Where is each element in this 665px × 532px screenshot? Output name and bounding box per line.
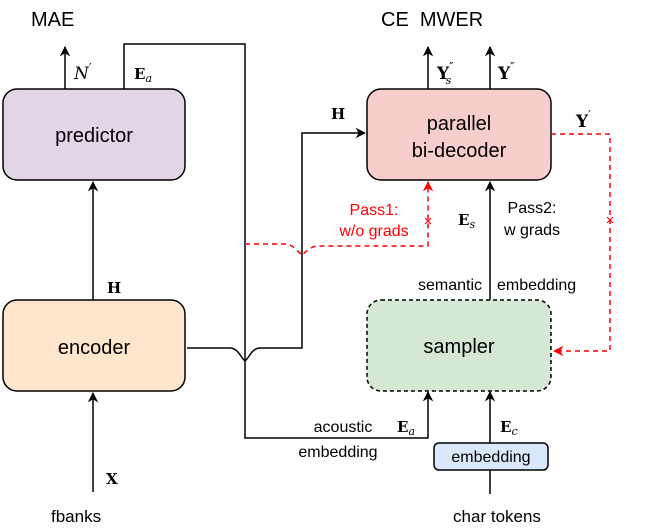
char-tokens-label: char tokens [453, 507, 541, 526]
decoder-label-line1: parallel [427, 113, 491, 135]
semantic-embedding-label: embedding [497, 277, 576, 294]
n-prime-symbol: N′ [73, 61, 92, 84]
predictor-label: predictor [55, 125, 133, 147]
h-symbol-right: H [331, 105, 345, 123]
x-symbol: X [106, 470, 118, 488]
predictor-block [2, 88, 186, 181]
mae-loss-label: MAE [31, 9, 74, 31]
pass1-stop-gradient-mark: × [424, 213, 433, 230]
ea-symbol-top: Ea [134, 65, 152, 85]
encoder-to-decoder-path [187, 127, 367, 362]
char-embedding-block [433, 442, 549, 471]
pass1-label-line1: Pass1: [350, 202, 399, 219]
fbanks-label: fbanks [51, 507, 101, 526]
es-symbol: Es [458, 211, 475, 231]
ys-double-prime-symbol: Y″s [436, 60, 454, 87]
ec-symbol: Ec [500, 418, 518, 438]
y-double-prime-symbol: Y″ [497, 60, 515, 84]
pass2-label-line1: Pass2: [508, 200, 557, 217]
y-prime-feedback-path [551, 133, 611, 357]
pass1-label-line2: w/o grads [338, 223, 408, 240]
encoder-label: encoder [58, 337, 131, 359]
feedback-stop-gradient-mark: × [606, 212, 615, 229]
semantic-label: semantic [418, 277, 482, 294]
char-embedding-label: embedding [451, 449, 530, 466]
sampler-block [366, 299, 552, 392]
ce-mwer-loss-label: CE MWER [381, 9, 483, 31]
acoustic-embedding-label: embedding [298, 444, 377, 461]
acoustic-label: acoustic [314, 419, 373, 436]
acoustic-embedding-path [123, 43, 434, 439]
decoder-label-line2: bi-decoder [412, 140, 507, 162]
ea-symbol-bottom: Ea [397, 418, 415, 438]
sampler-label: sampler [423, 336, 494, 358]
pass2-label-line2: w grads [503, 222, 560, 239]
encoder-block [2, 299, 186, 392]
h-symbol-left: H [107, 279, 121, 297]
y-prime-symbol: Y′ [575, 108, 591, 132]
pass1-path [245, 180, 434, 256]
